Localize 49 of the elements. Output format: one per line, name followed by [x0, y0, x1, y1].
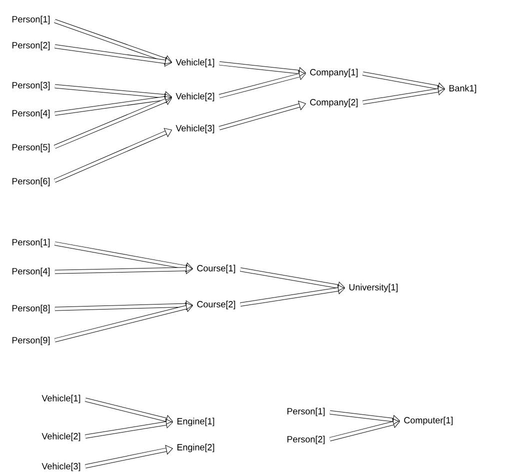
class-label: Person[4]	[12, 110, 50, 118]
hollow-arrow	[54, 44, 172, 67]
hollow-arrow	[240, 268, 345, 292]
class-label: Person[2]	[12, 42, 50, 50]
class-label: Bank1]	[449, 84, 476, 94]
class-label: Person[2]	[287, 436, 325, 444]
hollow-arrow	[54, 93, 172, 116]
hollow-arrow	[54, 128, 172, 183]
class-label: Person[1]	[12, 238, 50, 248]
class-label: Course[2]	[197, 300, 236, 310]
class-label: Person[1]	[287, 408, 325, 416]
class-label: Engine[2]	[177, 444, 214, 452]
class-label: Person[9]	[12, 336, 50, 346]
class-label: Engine[1]	[177, 418, 214, 426]
class-label: Person[5]	[12, 144, 50, 152]
hollow-arrow	[240, 284, 345, 307]
hollow-arrow	[54, 242, 193, 272]
hollow-arrow	[54, 302, 193, 342]
hollow-arrow	[362, 72, 445, 92]
class-label: Vehicle[1]	[176, 58, 214, 68]
class-label: Company[2]	[310, 98, 358, 108]
class-label: Course[1]	[197, 264, 236, 274]
hollow-arrow	[218, 70, 306, 98]
class-label: University[1]	[349, 284, 398, 292]
class-label: Person[8]	[12, 304, 50, 314]
hollow-arrow	[218, 100, 306, 130]
hollow-arrow	[84, 445, 173, 468]
hollow-arrow	[54, 19, 172, 65]
class-label: Vehicle[3]	[176, 124, 214, 134]
class-label: Vehicle[2]	[176, 92, 214, 102]
hollow-arrow	[54, 84, 172, 102]
hollow-arrow	[219, 61, 306, 77]
hollow-arrow	[54, 96, 172, 149]
class-label: Person[1]	[12, 16, 50, 24]
class-label: Person[6]	[12, 178, 50, 186]
hollow-arrow	[85, 418, 173, 438]
class-label: Vehicle[2]	[42, 432, 80, 442]
hollow-arrow	[54, 300, 193, 311]
class-label: Computer[1]	[404, 416, 453, 426]
class-label: Vehicle[3]	[42, 462, 80, 472]
hollow-arrow	[54, 264, 193, 274]
hollow-arrow	[330, 410, 400, 425]
class-label: Company[1]	[310, 68, 358, 78]
class-label: Person[3]	[12, 82, 50, 90]
hollow-arrow	[329, 418, 400, 442]
class-label: Person[4]	[12, 268, 50, 276]
hollow-arrow	[362, 86, 445, 104]
class-label: Vehicle[1]	[42, 394, 80, 404]
hollow-arrow	[84, 398, 173, 425]
